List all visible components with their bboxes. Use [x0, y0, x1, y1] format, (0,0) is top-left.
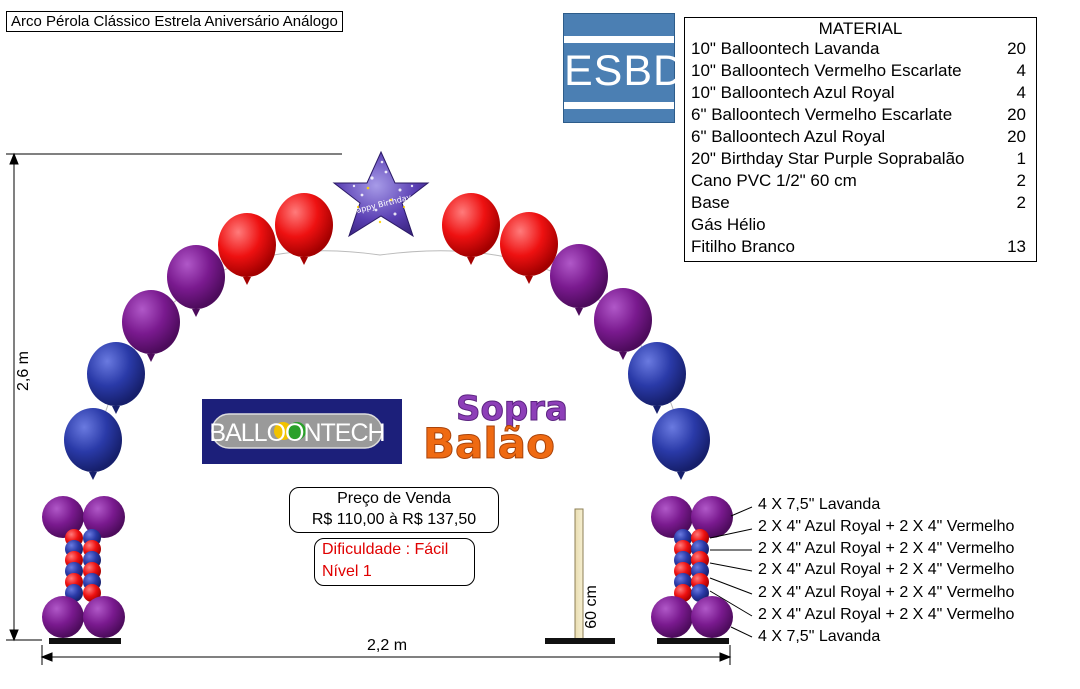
material-heading: MATERIAL [818, 19, 903, 38]
material-qty: 1 [1016, 149, 1026, 168]
esbd-logo-text: ESBD [564, 47, 686, 95]
arch-balloon-red [500, 212, 558, 284]
arch-balloon-red [442, 193, 500, 265]
column-label: 2 X 4" Azul Royal + 2 X 4" Vermelho [758, 606, 1015, 623]
balloontech-logo-text: BALLOONTECH [209, 419, 384, 447]
column-label: 2 X 4" Azul Royal + 2 X 4" Vermelho [758, 561, 1015, 578]
column-label: 2 X 4" Azul Royal + 2 X 4" Vermelho [758, 540, 1015, 557]
column-balloons-top [651, 496, 733, 538]
right-column [651, 496, 753, 644]
pole-length-label: 60 cm [582, 585, 600, 629]
pvc-pole [545, 508, 615, 644]
arch-balloons [64, 193, 710, 480]
soprabalao-top-text: Sopra [456, 389, 568, 429]
material-qty: 2 [1016, 193, 1026, 212]
difficulty-label: Dificuldade : Fácil [322, 541, 449, 558]
height-dimension [6, 152, 342, 642]
arch-balloon-blue [652, 408, 710, 480]
column-label: 2 X 4" Azul Royal + 2 X 4" Vermelho [758, 518, 1015, 535]
price-label: Preço de Venda [337, 490, 451, 507]
arch-balloon-red [218, 213, 276, 285]
column-small-balloons [65, 529, 101, 602]
price-box: Preço de Venda R$ 110,00 à R$ 137,50 [289, 487, 499, 533]
material-qty: 20 [1007, 105, 1026, 124]
column-label: 2 X 4" Azul Royal + 2 X 4" Vermelho [758, 584, 1015, 601]
arch-balloon-red [275, 193, 333, 265]
column-small-balloons [674, 529, 709, 602]
width-dimension [40, 645, 732, 665]
esbd-logo: ESBD [563, 13, 686, 123]
material-item: Gás Hélio [691, 215, 766, 234]
material-qty: 20 [1007, 39, 1026, 58]
material-qty: 4 [1016, 61, 1026, 80]
left-column [42, 496, 125, 644]
material-qty: 13 [1007, 237, 1026, 256]
column-balloons-top [42, 496, 125, 538]
arch-balloon-blue [628, 342, 686, 414]
column-balloons-bottom [42, 596, 125, 638]
difficulty-box: Dificuldade : Fácil Nível 1 [314, 538, 475, 586]
arch-balloon-purple [167, 245, 225, 317]
arch-balloon-purple [122, 290, 180, 362]
column-balloons-bottom [651, 596, 733, 638]
difficulty-level: Nível 1 [322, 563, 372, 580]
material-qty: 20 [1007, 127, 1026, 146]
material-qty: 4 [1016, 83, 1026, 102]
column-label-leaders [709, 506, 753, 638]
material-qty: 2 [1016, 171, 1026, 190]
column-label: 4 X 7,5" Lavanda [758, 628, 881, 645]
arch-balloon-blue [64, 408, 122, 480]
diagram-title: Arco Pérola Clássico Estrela Aniversário… [6, 11, 343, 32]
arch-balloon-purple [550, 244, 608, 316]
width-label: 2,2 m [367, 637, 408, 654]
soprabalao-bottom-text: Balão [423, 419, 555, 468]
soprabalao-logo: Sopra Balão [423, 389, 569, 469]
star-balloon: Happy Birthday [332, 150, 430, 238]
arch-balloon-purple [594, 288, 652, 360]
column-label: 4 X 7,5" Lavanda [758, 496, 881, 513]
arch-balloon-blue [87, 342, 145, 414]
price-value: R$ 110,00 à R$ 137,50 [311, 511, 477, 528]
balloontech-logo: BALLOONTECH [202, 399, 402, 464]
height-label: 2,6 m [15, 350, 33, 392]
